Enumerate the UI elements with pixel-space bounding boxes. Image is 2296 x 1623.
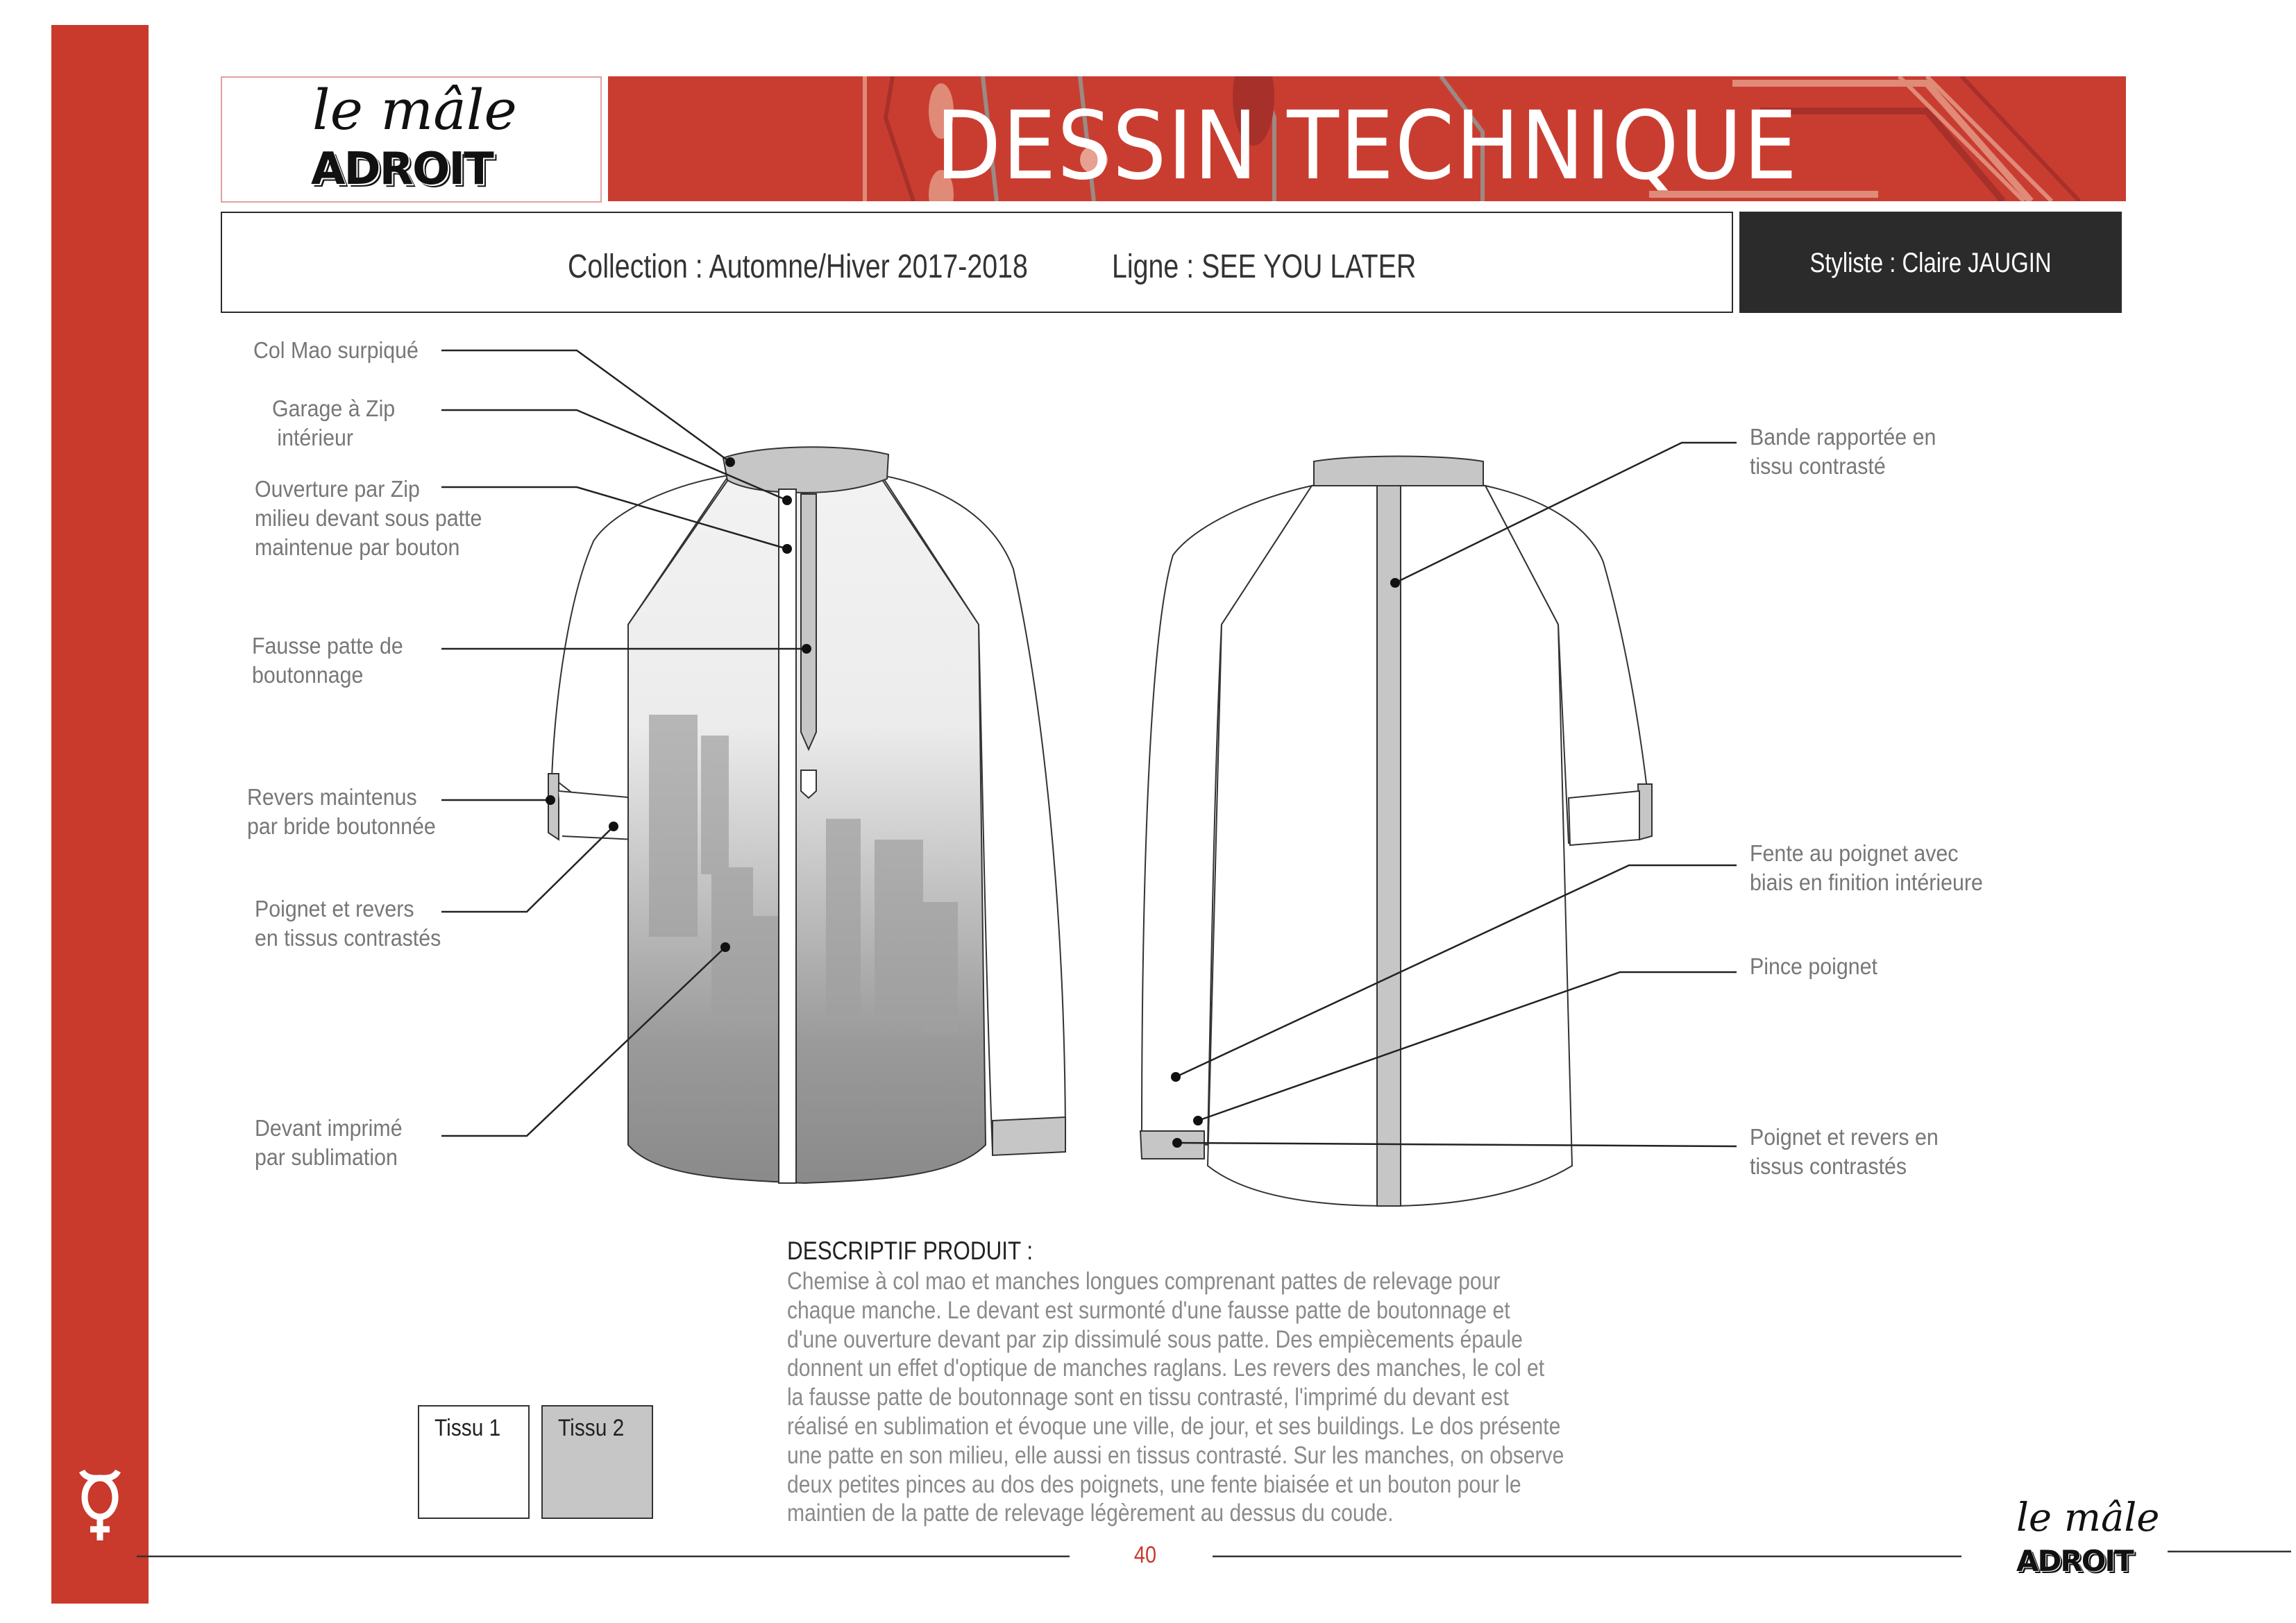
label-pince: Pince poignet: [1750, 953, 1877, 979]
banner-pattern: [863, 76, 2082, 201]
description-line: la fausse patte de boutonnage sont en ti…: [787, 1384, 1509, 1411]
front-placket: [778, 488, 797, 1184]
description-body: Chemise à col mao et manches longues com…: [787, 1267, 1691, 1528]
footer-logo-block: ADROIT: [2016, 1544, 2134, 1578]
leader-lines: [441, 349, 1737, 1148]
logo-script-text: le mâle: [312, 78, 517, 142]
brand-symbol-icon: [78, 1469, 121, 1540]
leader-col-mao: [441, 349, 731, 464]
logo-block-text: ADROIT: [311, 144, 494, 195]
leader-pince: [1197, 971, 1737, 1122]
swatch-tissu-2: Tissu 2: [541, 1405, 653, 1519]
ligne-text: Ligne : SEE YOU LATER: [1112, 248, 1417, 285]
front-collar: [722, 446, 890, 494]
leader-dots: [546, 457, 1400, 1148]
description-line: donnent un effet d'optique de manches ra…: [787, 1354, 1545, 1382]
fake-button-placket: [800, 493, 817, 751]
label-col-mao: Col Mao surpiqué: [253, 337, 419, 363]
description-line: maintien de la patte de relevage légèrem…: [787, 1499, 1394, 1527]
description-line: deux petites pinces au dos des poignets,…: [787, 1470, 1521, 1498]
page-title: DESSIN TECHNIQUE: [936, 92, 1798, 201]
leader-garage-zip: [441, 409, 788, 502]
description-line: Chemise à col mao et manches longues com…: [787, 1268, 1501, 1295]
swatch-label: Tissu 2: [558, 1415, 625, 1441]
leader-fente: [1175, 864, 1737, 1078]
leader-devant-imprime: [441, 946, 726, 1137]
front-right-sleeve: [879, 474, 1067, 1153]
description-line: réalisé en sublimation et évoque une vil…: [787, 1412, 1561, 1440]
side-accent-bar: [51, 25, 149, 1604]
front-left-cuff: [548, 773, 559, 841]
back-shirt-drawing: [1139, 455, 1653, 1207]
swatch-tissu-1: Tissu 1: [418, 1405, 530, 1519]
description-line: chaque manche. Le devant est surmonté d'…: [787, 1296, 1510, 1324]
page-number: 40: [1133, 1542, 1157, 1568]
description-line: d'une ouverture devant par zip dissimulé…: [787, 1325, 1523, 1353]
title-banner: DESSIN TECHNIQUE: [608, 76, 2126, 201]
leader-poignet-back: [1176, 1141, 1737, 1148]
collection-info-box: Collection : Automne/Hiver 2017-2018 Lig…: [221, 212, 1733, 313]
back-left-sleeve: [1140, 484, 1314, 1146]
description-title: DESCRIPTIF PRODUIT :: [787, 1237, 1033, 1265]
back-collar: [1313, 455, 1484, 486]
stylist-text: Styliste : Claire JAUGIN: [1809, 248, 2052, 278]
back-right-sleeve: [1484, 484, 1653, 844]
footer-brand-logo: le mâle ADROIT: [2016, 1495, 2159, 1586]
leader-poignet-front: [441, 826, 614, 913]
footer-rules: [137, 1550, 2291, 1558]
swatch-label: Tissu 1: [434, 1415, 501, 1441]
leader-ouverture-zip: [441, 486, 788, 550]
brand-logo: le mâle ADROIT: [221, 76, 602, 203]
front-shirt-drawing: [548, 446, 1067, 1184]
description-line: une patte en son milieu, elle aussi en t…: [787, 1441, 1564, 1469]
footer-logo-script: le mâle: [2016, 1495, 2160, 1540]
collection-text: Collection : Automne/Hiver 2017-2018: [568, 248, 1028, 285]
back-center-band: [1376, 485, 1401, 1207]
back-left-cuff: [1139, 1130, 1205, 1159]
leader-bande: [1394, 441, 1737, 584]
stylist-box: Styliste : Claire JAUGIN: [1739, 212, 2122, 313]
front-right-cuff: [992, 1116, 1066, 1157]
